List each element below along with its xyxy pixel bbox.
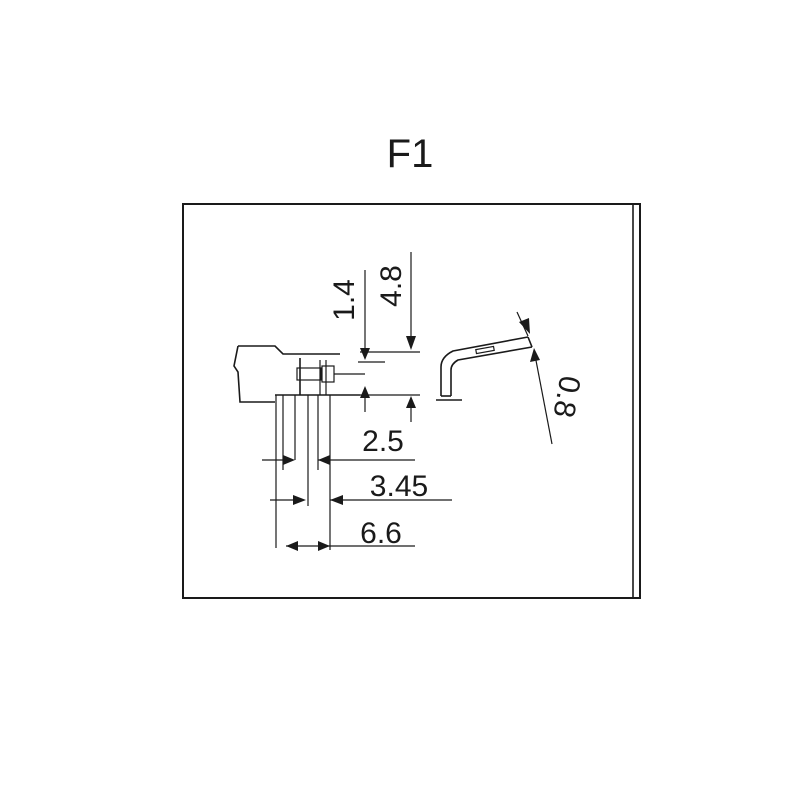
label-6-6: 6.6 [360,517,402,550]
label-4-8: 4.8 [375,265,408,307]
part-side-view [233,345,365,550]
dimension-3-45: 3.45 [270,470,452,505]
label-0-8: 0.8 [546,373,586,420]
drawing-frame [182,203,641,599]
dimension-2-5: 2.5 [262,425,415,465]
label-2-5: 2.5 [362,425,404,458]
dimension-4-8: 4.8 [360,252,420,422]
lead-bend-detail [436,336,533,401]
label-3-45: 3.45 [370,470,428,503]
dimension-6-6: 6.6 [286,517,415,551]
label-1-4: 1.4 [328,279,361,321]
figure-title: F1 [387,132,434,176]
dimension-0-8: 0.8 [516,311,586,445]
